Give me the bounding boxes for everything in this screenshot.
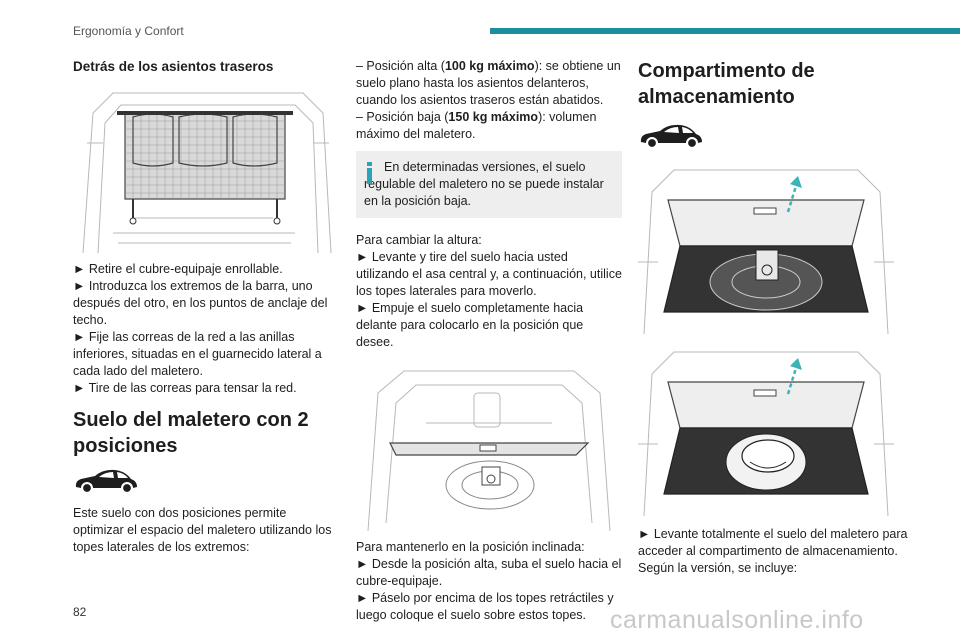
column-left: Detrás de los asientos traseros ► Retire… [73, 58, 335, 556]
info-box: En determinadas versiones, el suelo regu… [356, 151, 622, 218]
info-text: En determinadas versiones, el suelo regu… [364, 160, 604, 208]
section-heading: Compartimento de almacenamiento [638, 60, 815, 108]
car-silhouette-icon [640, 124, 702, 149]
cargo-net-illustration [82, 92, 332, 254]
car-silhouette-icon [75, 469, 137, 494]
change-title: Para cambiar la altura: [356, 233, 482, 247]
info-icon [367, 162, 372, 184]
trunk-floor-illustration [367, 370, 611, 532]
instruction-step: ► Introduzca los extremos de la barra, u… [73, 279, 328, 327]
section-title: Ergonomía y Confort [73, 24, 184, 38]
column-middle: – Posición alta (100 kg máximo): se obti… [356, 58, 622, 624]
instruction-step: ► Desde la posición alta, suba el suelo … [356, 557, 622, 588]
intro-paragraph: Este suelo con dos posiciones permite op… [73, 506, 332, 554]
position-high: – Posición alta (100 kg máximo): se obti… [356, 59, 621, 107]
incline-title: Para mantenerlo en la posición inclinada… [356, 540, 585, 554]
page-number: 82 [73, 605, 87, 619]
instruction-step: ► Páselo por encima de los topes retráct… [356, 591, 614, 622]
watermark: carmanualsonline.info [610, 606, 864, 634]
instruction-step: ► Levante y tire del suelo hacia usted u… [356, 250, 622, 298]
storage-text: ► Levante totalmente el suelo del malete… [638, 527, 908, 575]
instruction-step: ► Retire el cubre-equipaje enrollable. [73, 262, 283, 276]
storage-compartment-illustration-2 [638, 351, 894, 517]
instruction-step: ► Fije las correas de la red a las anill… [73, 330, 322, 378]
instruction-step: ► Empuje el suelo completamente hacia de… [356, 301, 584, 349]
storage-compartment-illustration-1 [638, 169, 894, 335]
instruction-step: ► Tire de las correas para tensar la red… [73, 381, 297, 395]
header-accent-bar [490, 28, 960, 34]
section-heading: Suelo del maletero con 2 posiciones [73, 409, 309, 457]
subsection-heading: Detrás de los asientos traseros [73, 59, 274, 74]
position-low: – Posición baja (150 kg máximo): volumen… [356, 110, 597, 141]
column-right: Compartimento de almacenamiento [638, 58, 908, 577]
